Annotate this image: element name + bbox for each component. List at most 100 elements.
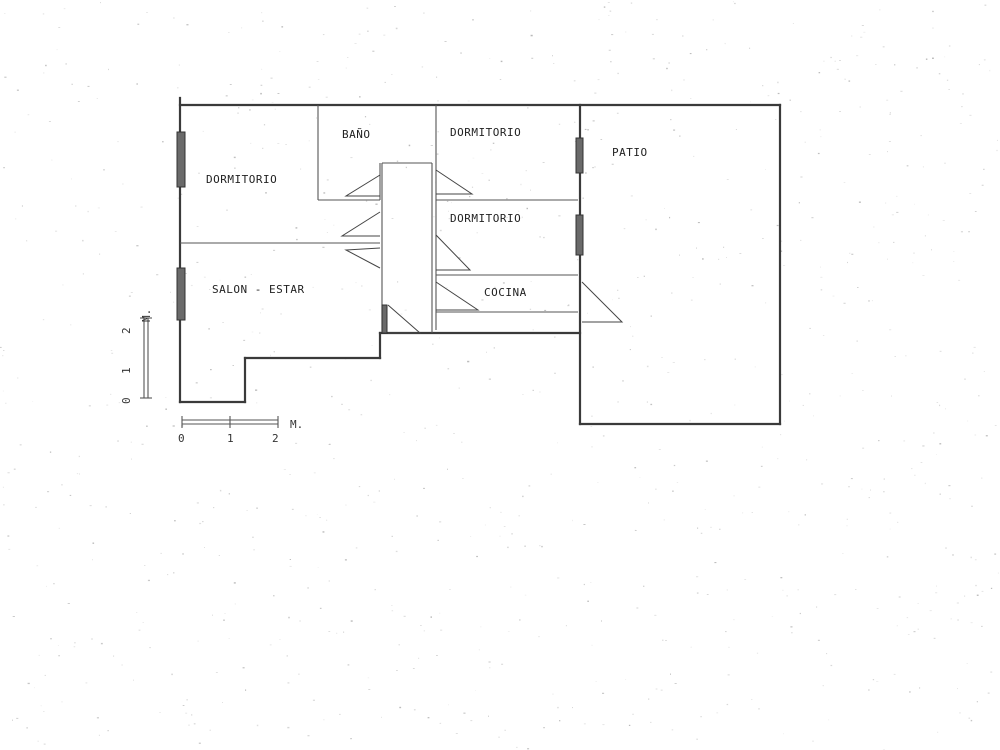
- paper-speck: [129, 513, 131, 514]
- scale-vertical-tick-2: 2: [120, 327, 133, 334]
- paper-speck: [147, 579, 150, 582]
- paper-speck: [328, 580, 330, 582]
- paper-speck: [265, 192, 267, 194]
- paper-speck: [758, 486, 761, 488]
- paper-speck: [215, 672, 218, 673]
- paper-speck: [76, 473, 79, 475]
- paper-speck: [948, 89, 950, 90]
- paper-speck: [696, 738, 698, 740]
- paper-speck: [862, 390, 864, 391]
- paper-speck: [690, 98, 692, 99]
- paper-speck: [650, 403, 653, 406]
- paper-speck: [718, 258, 720, 260]
- paper-speck: [970, 556, 972, 559]
- paper-speck: [828, 719, 830, 721]
- paper-speck: [572, 519, 573, 522]
- paper-speck: [196, 261, 199, 263]
- paper-speck: [821, 483, 824, 485]
- paper-speck: [667, 372, 670, 373]
- paper-speck: [100, 2, 101, 4]
- paper-speck: [316, 514, 318, 515]
- paper-speck: [756, 652, 759, 654]
- paper-speck: [851, 253, 854, 255]
- scale-tick-1: 1: [227, 432, 234, 445]
- paper-speck: [823, 60, 825, 62]
- paper-speck: [851, 373, 854, 374]
- paper-speck: [552, 55, 553, 57]
- paper-speck: [696, 576, 699, 578]
- paper-speck: [896, 211, 899, 213]
- paper-speck: [511, 533, 513, 535]
- paper-speck: [836, 68, 839, 70]
- paper-speck: [541, 545, 543, 548]
- paper-speck: [639, 477, 641, 478]
- paper-speck: [472, 157, 475, 159]
- paper-speck: [219, 489, 222, 492]
- paper-speck: [871, 300, 873, 302]
- paper-speck: [130, 292, 133, 293]
- room-label-bano: BAÑO: [342, 128, 371, 141]
- paper-speck: [391, 610, 394, 612]
- paper-speck: [749, 47, 751, 49]
- paper-speck: [391, 218, 394, 219]
- paper-speck: [355, 547, 358, 549]
- scale-vertical-tick-0: 0: [120, 397, 133, 404]
- paper-speck: [953, 261, 955, 262]
- paper-speck: [987, 692, 990, 694]
- paper-speck: [538, 636, 540, 638]
- paper-speck: [519, 619, 521, 621]
- paper-speck: [489, 58, 491, 59]
- paper-speck: [96, 717, 99, 719]
- scale-unit: M.: [290, 418, 303, 431]
- paper-speck: [650, 721, 652, 723]
- paper-speck: [3, 504, 5, 506]
- paper-speck: [710, 526, 712, 528]
- paper-speck: [399, 706, 402, 709]
- paper-speck: [554, 336, 556, 338]
- paper-speck: [128, 295, 131, 297]
- paper-speck: [51, 159, 53, 161]
- paper-speck: [885, 202, 887, 204]
- paper-speck: [996, 149, 998, 152]
- paper-speck: [448, 704, 449, 706]
- paper-speck: [307, 735, 310, 737]
- paper-speck: [237, 112, 239, 114]
- paper-speck: [875, 64, 877, 65]
- paper-speck: [554, 372, 556, 374]
- paper-speck: [855, 589, 857, 590]
- paper-speck: [539, 236, 541, 238]
- paper-speck: [800, 176, 803, 178]
- paper-speck: [378, 490, 380, 492]
- paper-speck: [140, 206, 143, 208]
- paper-speck: [672, 362, 675, 363]
- paper-speck: [660, 689, 663, 691]
- paper-speck: [820, 289, 823, 291]
- paper-speck: [802, 404, 804, 406]
- paper-speck: [244, 276, 247, 278]
- paper-speck: [365, 200, 368, 202]
- paper-speck: [868, 689, 870, 691]
- paper-speck: [710, 412, 712, 415]
- paper-speck: [705, 460, 708, 462]
- paper-speck: [488, 715, 489, 717]
- paper-speck: [861, 25, 864, 26]
- paper-speck: [907, 634, 910, 635]
- paper-speck: [453, 433, 455, 434]
- paper-speck: [481, 299, 484, 301]
- paper-speck: [959, 712, 961, 714]
- paper-speck: [260, 92, 262, 95]
- paper-speck: [889, 329, 892, 331]
- paper-speck: [359, 96, 361, 98]
- paper-speck: [298, 673, 300, 675]
- paper-speck: [922, 275, 925, 276]
- paper-speck: [666, 67, 668, 70]
- paper-speck: [849, 252, 851, 254]
- paper-speck: [704, 359, 706, 361]
- paper-speck: [74, 642, 76, 644]
- paper-speck: [909, 691, 911, 693]
- paper-speck: [978, 64, 980, 66]
- paper-speck: [557, 706, 559, 709]
- paper-speck: [242, 667, 245, 669]
- paper-speck: [879, 9, 881, 11]
